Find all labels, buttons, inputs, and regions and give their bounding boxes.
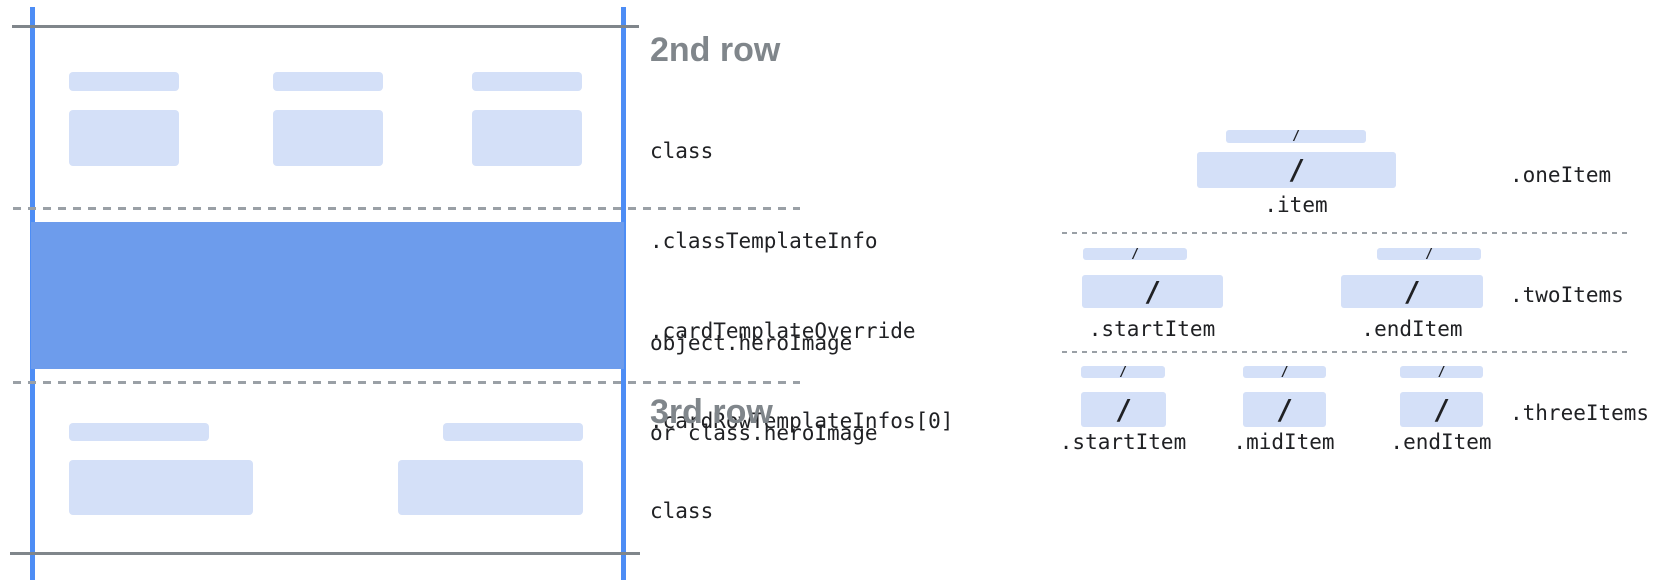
card-top-border bbox=[12, 25, 639, 28]
row-separator-top-dashed bbox=[13, 207, 800, 210]
code-line: or class.heroImage bbox=[650, 421, 878, 445]
row3-col2-field-label-placeholder bbox=[443, 423, 583, 441]
slash-glyph: / bbox=[1280, 364, 1289, 380]
card-bottom-border bbox=[10, 552, 640, 555]
slash-glyph: / bbox=[1437, 364, 1446, 380]
slash-glyph: / bbox=[1144, 274, 1161, 308]
slash-glyph: / bbox=[1292, 129, 1300, 144]
slash-glyph: / bbox=[1115, 392, 1132, 426]
threeitems-enditem-value-bar: / bbox=[1400, 392, 1483, 427]
layout-separator-dashed-1 bbox=[1062, 232, 1628, 234]
code-line: class bbox=[650, 499, 714, 523]
row2-heading: 2nd row bbox=[650, 31, 781, 69]
threeitems-enditem-label-bar: / bbox=[1400, 364, 1483, 380]
twoitems-startitem-value-bar: / bbox=[1082, 275, 1223, 308]
row-separator-bottom-dashed bbox=[13, 381, 800, 384]
row2-col3-field-label-placeholder bbox=[472, 72, 582, 91]
slash-glyph: / bbox=[1425, 246, 1433, 262]
threeitems-miditem-caption: .midItem bbox=[1233, 430, 1335, 454]
oneitem-item-label-bar: / bbox=[1226, 130, 1366, 143]
slash-glyph: / bbox=[1433, 392, 1450, 426]
row3-col1-field-value-placeholder bbox=[69, 460, 253, 515]
row3-col2-field-value-placeholder bbox=[398, 460, 583, 515]
slash-glyph: / bbox=[1276, 392, 1293, 426]
code-line: .cardTemplateOverride bbox=[650, 319, 916, 343]
code-line: class bbox=[650, 139, 714, 163]
oneitem-group-label: .oneItem bbox=[1510, 163, 1612, 187]
row2-col2-field-value-placeholder bbox=[273, 110, 383, 166]
row3-class-path: class .classTemplateInfo .cardTemplateOv… bbox=[650, 436, 953, 584]
code-line: object.heroImage bbox=[650, 331, 853, 355]
row2-col3-field-value-placeholder bbox=[472, 110, 582, 166]
row3-heading: 3rd row bbox=[650, 393, 773, 431]
twoitems-enditem-value-bar: / bbox=[1341, 275, 1483, 308]
row2-col1-field-value-placeholder bbox=[69, 110, 179, 166]
slash-glyph: / bbox=[1119, 364, 1127, 380]
slash-glyph: / bbox=[1288, 153, 1305, 186]
slash-glyph: / bbox=[1131, 246, 1139, 262]
threeitems-miditem-label-bar: / bbox=[1243, 364, 1326, 380]
threeitems-startitem-caption: .startItem bbox=[1059, 430, 1187, 454]
hero-image-path: object.heroImage or class.heroImage bbox=[650, 268, 878, 508]
twoitems-startitem-caption: .startItem bbox=[1088, 317, 1216, 341]
threeitems-startitem-label-bar: / bbox=[1081, 364, 1165, 380]
threeitems-enditem-caption: .endItem bbox=[1390, 430, 1492, 454]
threeitems-startitem-value-bar: / bbox=[1081, 392, 1166, 427]
row2-class-path: class .classTemplateInfo .cardTemplateOv… bbox=[650, 76, 953, 496]
slash-glyph: / bbox=[1403, 274, 1421, 308]
twoitems-group-label: .twoItems bbox=[1510, 283, 1624, 307]
code-line: .cardRowTemplateInfos[0] bbox=[650, 409, 954, 433]
row2-col2-field-label-placeholder bbox=[273, 72, 383, 91]
oneitem-item-caption: .item bbox=[1264, 193, 1328, 217]
twoitems-enditem-label-bar: / bbox=[1377, 246, 1481, 262]
row3-col1-field-label-placeholder bbox=[69, 423, 209, 441]
oneitem-item-value-bar: / bbox=[1197, 152, 1396, 188]
threeitems-group-label: .threeItems bbox=[1510, 401, 1650, 425]
layout-separator-dashed-2 bbox=[1062, 351, 1628, 353]
twoitems-enditem-caption: .endItem bbox=[1361, 317, 1463, 341]
twoitems-startitem-label-bar: / bbox=[1083, 246, 1187, 262]
row2-col1-field-label-placeholder bbox=[69, 72, 179, 91]
hero-image-band bbox=[31, 222, 624, 369]
code-line: .classTemplateInfo bbox=[650, 229, 878, 253]
threeitems-miditem-value-bar: / bbox=[1243, 392, 1326, 427]
